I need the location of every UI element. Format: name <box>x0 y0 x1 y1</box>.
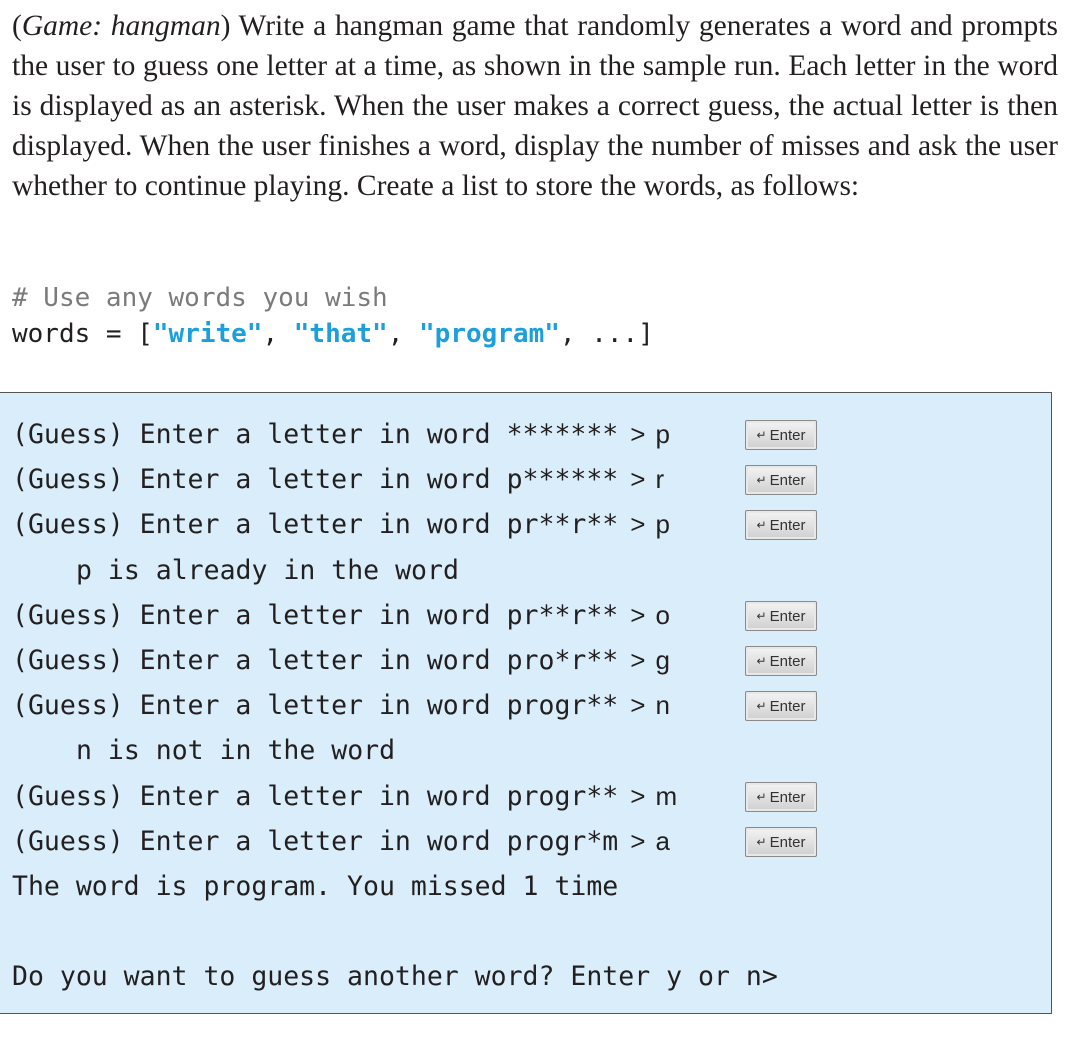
return-arrow-icon: ↵ <box>756 473 767 487</box>
code-snippet: # Use any words you wish words = ["write… <box>12 280 654 352</box>
enter-key: ↵Enter <box>745 646 817 676</box>
prompt-text: (Guess) Enter a letter in word progr** <box>12 781 619 812</box>
enter-key: ↵Enter <box>745 420 817 450</box>
prompt-text: (Guess) Enter a letter in word progr*m <box>12 826 619 857</box>
user-input: g <box>655 645 670 675</box>
problem-title: Game: hangman <box>21 10 221 42</box>
enter-key-label: Enter <box>769 471 806 489</box>
code-assign: words = [ <box>12 319 153 349</box>
code-word-1: "write" <box>152 319 263 349</box>
return-arrow-icon: ↵ <box>756 654 767 668</box>
prompt-arrow: > <box>630 600 646 630</box>
prompt-text: (Guess) Enter a letter in word p****** <box>12 464 619 495</box>
console-prompt-line: (Guess) Enter a letter in word progr** > n <box>12 683 670 728</box>
enter-key: ↵Enter <box>745 510 817 540</box>
code-word-2: "that" <box>293 319 388 349</box>
console-prompt-line: (Guess) Enter a letter in word progr*m > a <box>12 819 670 864</box>
enter-key: ↵Enter <box>745 782 817 812</box>
return-arrow-icon: ↵ <box>756 790 767 804</box>
enter-key-label: Enter <box>769 833 806 851</box>
enter-key: ↵Enter <box>745 465 817 495</box>
console-prompt-line: (Guess) Enter a letter in word p****** > r <box>12 457 664 502</box>
console-prompt-line: (Guess) Enter a letter in word pr**r** > o <box>12 593 670 638</box>
prompt-arrow: > <box>630 826 646 856</box>
problem-body: Write a hangman game that randomly gener… <box>12 10 1058 202</box>
enter-key-label: Enter <box>769 516 806 534</box>
code-sep-2: , <box>387 319 420 349</box>
console-message-line: n is not in the word <box>76 735 396 766</box>
enter-key-label: Enter <box>769 607 806 625</box>
prompt-text: (Guess) Enter a letter in word ******* <box>12 419 619 450</box>
prompt-text: (Guess) Enter a letter in word pr**r** <box>12 600 619 631</box>
return-arrow-icon: ↵ <box>756 835 767 849</box>
console-message-line: p is already in the word <box>76 555 459 586</box>
prompt-text: (Guess) Enter a letter in word progr** <box>12 690 619 721</box>
return-arrow-icon: ↵ <box>756 518 767 532</box>
prompt-arrow: > <box>630 645 646 675</box>
prompt-text: (Guess) Enter a letter in word pro*r** <box>12 645 619 676</box>
user-input: r <box>655 464 665 494</box>
prompt-arrow: > <box>630 464 646 494</box>
enter-key-label: Enter <box>769 697 806 715</box>
console-prompt-line: (Guess) Enter a letter in word progr** > m <box>12 774 677 819</box>
prompt-arrow: > <box>630 781 646 811</box>
code-comment: # Use any words you wish <box>12 283 388 313</box>
user-input: m <box>655 781 678 811</box>
enter-key-label: Enter <box>769 652 806 670</box>
enter-key-label: Enter <box>769 788 806 806</box>
user-input: n <box>655 690 670 720</box>
return-arrow-icon: ↵ <box>756 428 767 442</box>
console-prompt-line: (Guess) Enter a letter in word pro*r** > g <box>12 638 670 683</box>
prompt-text: (Guess) Enter a letter in word pr**r** <box>12 509 619 540</box>
console-prompt-line: (Guess) Enter a letter in word pr**r** > p <box>12 502 670 547</box>
console-prompt-line: (Guess) Enter a letter in word ******* > p <box>12 412 670 457</box>
return-arrow-icon: ↵ <box>756 609 767 623</box>
enter-key-label: Enter <box>769 426 806 444</box>
sample-run-console: (Guess) Enter a letter in word ******* > p… <box>0 392 1052 1014</box>
user-input: o <box>655 600 670 630</box>
code-sep-1: , <box>262 319 294 349</box>
user-input: a <box>655 826 670 856</box>
enter-key: ↵Enter <box>745 601 817 631</box>
problem-prefix: ( <box>12 10 22 42</box>
code-rest: , ...] <box>559 319 654 349</box>
enter-key: ↵Enter <box>745 691 817 721</box>
prompt-arrow: > <box>630 419 646 449</box>
return-arrow-icon: ↵ <box>756 699 767 713</box>
prompt-arrow: > <box>630 690 646 720</box>
console-message-line: Do you want to guess another word? Enter… <box>12 961 778 992</box>
enter-key: ↵Enter <box>745 827 817 857</box>
user-input: p <box>655 419 670 449</box>
user-input: p <box>655 509 670 539</box>
console-message-line: The word is program. You missed 1 time <box>12 871 619 902</box>
prompt-arrow: > <box>630 509 646 539</box>
problem-suffix: ) <box>220 10 231 42</box>
code-word-3: "program" <box>419 319 560 349</box>
problem-statement: (Game: hangman) Write a hangman game tha… <box>12 6 1058 206</box>
